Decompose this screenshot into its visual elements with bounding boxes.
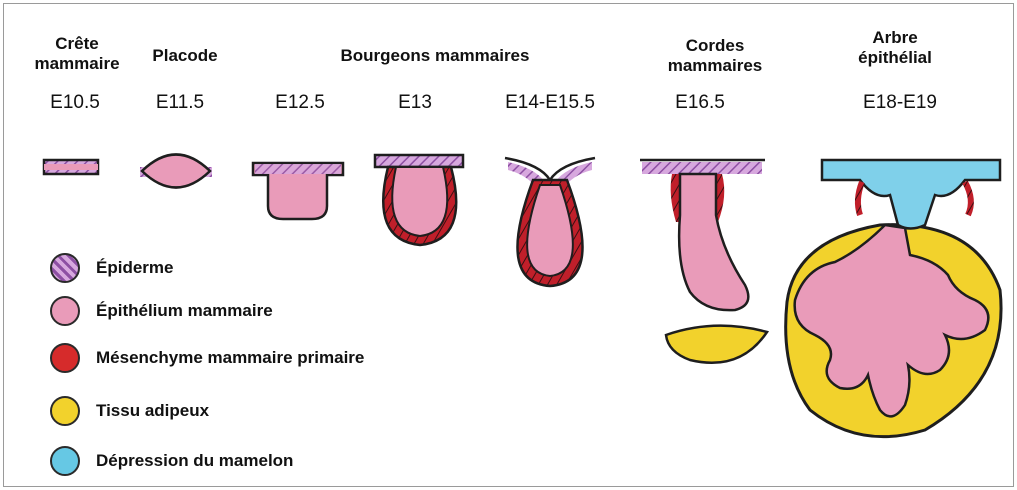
- legend-item-mesenchyme: Mésenchyme mammaire primaire: [50, 341, 364, 375]
- stage-e18-drawing: [786, 160, 1001, 437]
- legend-swatch-epiderme: [50, 253, 80, 283]
- stage-crete-drawing: [44, 160, 98, 174]
- stage-placode-drawing: [140, 155, 212, 188]
- legend-item-epithelium: Épithélium mammaire: [50, 294, 273, 328]
- stage-e16-drawing: [640, 160, 767, 363]
- stage-e13-drawing: [375, 155, 463, 245]
- legend-swatch-mamelon: [50, 446, 80, 476]
- legend-label-mesenchyme: Mésenchyme mammaire primaire: [96, 348, 364, 368]
- legend-item-epiderme: Épiderme: [50, 251, 173, 285]
- legend-label-epithelium: Épithélium mammaire: [96, 301, 273, 321]
- legend-item-adipeux: Tissu adipeux: [50, 394, 209, 428]
- legend-swatch-adipeux: [50, 396, 80, 426]
- legend-item-mamelon: Dépression du mamelon: [50, 444, 293, 478]
- legend-label-mamelon: Dépression du mamelon: [96, 451, 293, 471]
- stage-e12-drawing: [253, 163, 343, 219]
- legend-label-adipeux: Tissu adipeux: [96, 401, 209, 421]
- stage-e14-drawing: [505, 158, 595, 286]
- legend-label-epiderme: Épiderme: [96, 258, 173, 278]
- legend-swatch-epithelium: [50, 296, 80, 326]
- legend-swatch-mesenchyme: [50, 343, 80, 373]
